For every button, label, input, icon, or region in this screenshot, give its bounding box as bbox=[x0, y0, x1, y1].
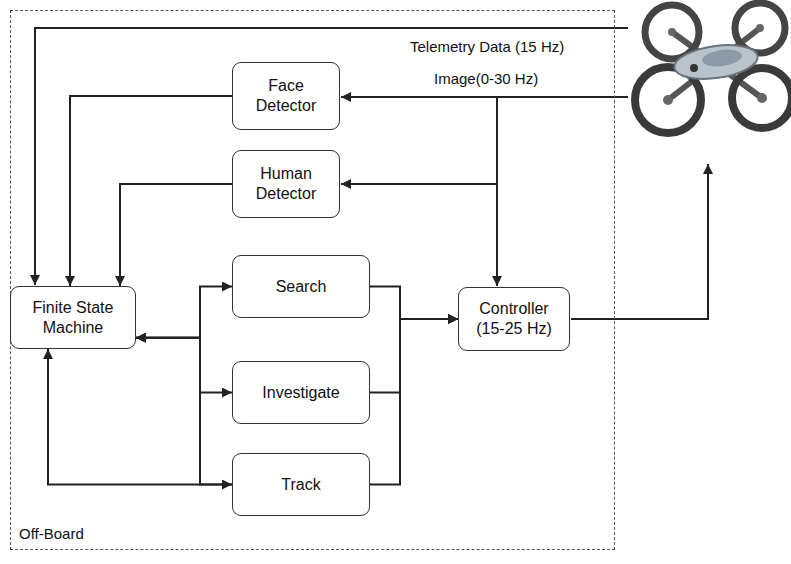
image-branch-wire bbox=[341, 97, 497, 184]
behaviour-box: Track bbox=[232, 453, 370, 516]
flow-arrow bbox=[370, 319, 458, 393]
flow-arrow bbox=[136, 287, 232, 338]
box-label: Human Detector bbox=[239, 164, 333, 204]
box-label: Search bbox=[276, 277, 327, 297]
flow-arrow bbox=[136, 338, 232, 393]
box-label: Investigate bbox=[262, 383, 339, 403]
image-wire bbox=[341, 96, 628, 98]
offboard-region: Off-Board Face DetectorHuman DetectorFini… bbox=[10, 10, 615, 550]
behaviour-box: Investigate bbox=[232, 361, 370, 424]
image-branch-wire bbox=[496, 184, 498, 286]
state-machine-box: Finite State Machine bbox=[10, 286, 136, 349]
controller-box: Controller (15-25 Hz) bbox=[458, 287, 570, 351]
flow-arrow bbox=[370, 319, 458, 485]
flow-arrow bbox=[120, 184, 232, 286]
drone-illustration bbox=[635, 3, 791, 133]
flow-arrow bbox=[370, 287, 458, 320]
box-label: Face Detector bbox=[239, 76, 333, 116]
signal-label: Image(0-30 Hz) bbox=[432, 70, 540, 88]
process-box: Face Detector bbox=[232, 62, 340, 130]
box-label: Finite State Machine bbox=[17, 298, 129, 338]
flow-arrow bbox=[136, 338, 232, 485]
drone-wires bbox=[35, 28, 708, 319]
box-label: Controller (15-25 Hz) bbox=[465, 299, 563, 339]
region-label: Off-Board bbox=[19, 525, 84, 544]
signal-label: Telemetry Data (15 Hz) bbox=[408, 38, 566, 56]
flow-arrow bbox=[70, 96, 232, 286]
flow-arrow bbox=[48, 349, 232, 485]
command-wire bbox=[571, 164, 708, 319]
telemetry-wire bbox=[35, 28, 628, 285]
process-box: Human Detector bbox=[232, 150, 340, 218]
behaviour-box: Search bbox=[232, 255, 370, 318]
box-label: Track bbox=[281, 475, 320, 495]
